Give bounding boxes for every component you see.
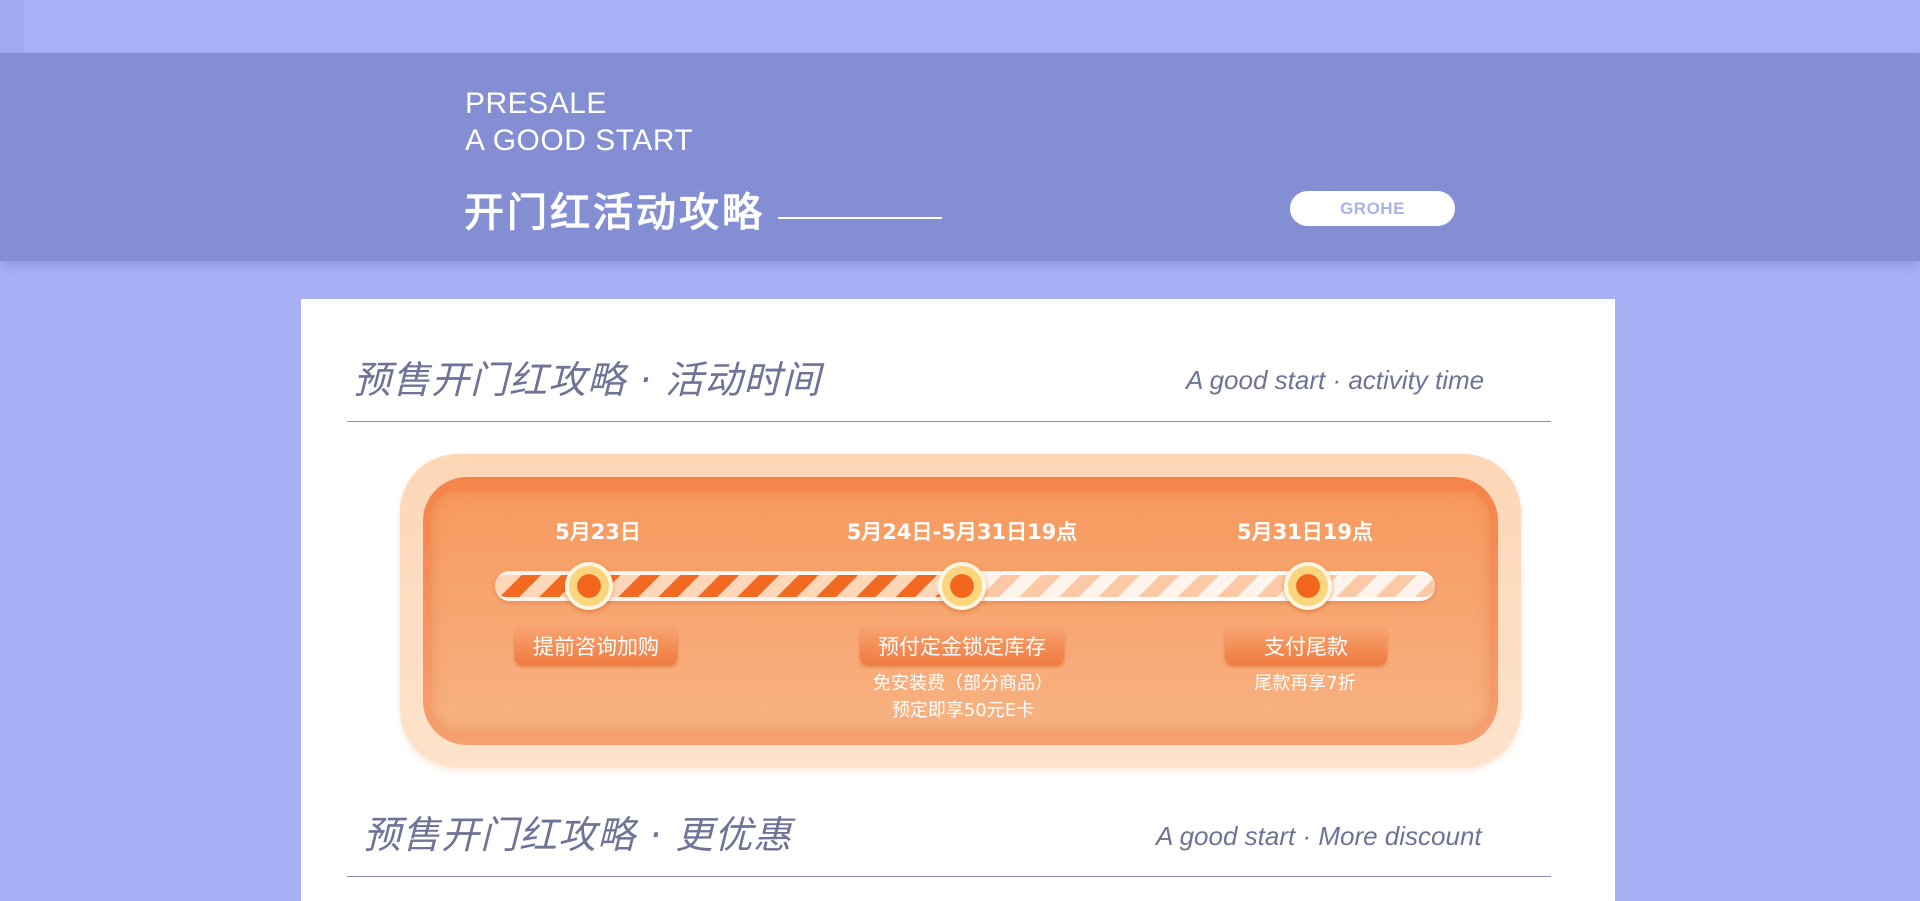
step-note: 预定即享50元E卡 [891, 700, 1035, 721]
section-divider [347, 876, 1551, 877]
timeline-panel: 5月23日 5月24日-5月31日19点 5月31日19点 提前咨询加购 预付定… [400, 454, 1521, 768]
step-button-final-payment[interactable]: 支付尾款 [1225, 627, 1387, 665]
content-card: 预售开门红攻略 · 活动时间 A good start · activity t… [301, 299, 1615, 901]
step-button-consult[interactable]: 提前咨询加购 [514, 627, 678, 665]
section-title-more-discount: 预售开门红攻略 · 更优惠 [363, 813, 793, 857]
banner-title-underline [778, 217, 942, 219]
top-strip [0, 0, 1920, 53]
step-date: 5月31日19点 [1236, 520, 1374, 544]
step-node [1284, 562, 1332, 610]
step-date: 5月23日 [555, 520, 641, 544]
top-strip-tab [0, 0, 24, 53]
step-note: 尾款再享7折 [1254, 673, 1356, 694]
step-node [565, 562, 613, 610]
brand-logo-pill[interactable]: GROHE [1290, 191, 1455, 226]
progress-fill-striped [495, 575, 955, 597]
section-divider [347, 421, 1551, 422]
banner-english-line-2: A GOOD START [465, 124, 694, 157]
section-subtitle-more-discount: A good start · More discount [1156, 821, 1482, 851]
step-button-deposit[interactable]: 预付定金锁定库存 [860, 627, 1064, 665]
step-date: 5月24日-5月31日19点 [846, 520, 1078, 544]
section-subtitle-activity-time: A good start · activity time [1186, 365, 1485, 395]
banner-title: 开门红活动攻略 [464, 190, 765, 236]
section-title-activity-time: 预售开门红攻略 · 活动时间 [353, 358, 822, 402]
banner-english-line-1: PRESALE [465, 87, 607, 120]
step-note: 免安装费（部分商品） [873, 673, 1053, 694]
progress-fill-light [935, 575, 1435, 597]
timeline-panel-inner [431, 491, 1490, 731]
hero-banner: PRESALE A GOOD START 开门红活动攻略 GROHE [0, 53, 1920, 261]
step-node [938, 562, 986, 610]
